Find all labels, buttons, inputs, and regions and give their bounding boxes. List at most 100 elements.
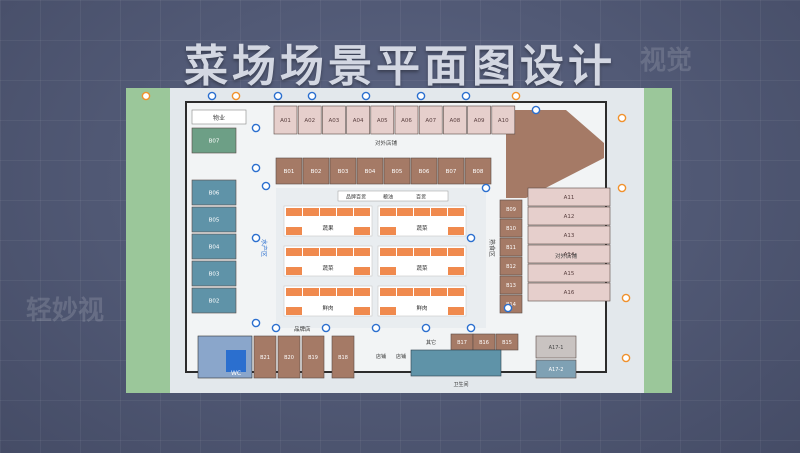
shop-left-b03-label: B03 xyxy=(209,272,220,278)
stall-cell xyxy=(354,288,370,296)
stall-cell xyxy=(354,267,370,275)
stall-cell xyxy=(448,227,464,235)
parking-a05-box xyxy=(370,105,395,135)
shop-bottom-b18: B18 xyxy=(331,335,355,379)
parking-a12-box xyxy=(527,206,611,226)
map-pin-icon xyxy=(307,91,317,101)
misc-label: 其它 xyxy=(426,339,436,346)
stall-cell xyxy=(337,208,353,216)
shop-a17-1-label: A17-1 xyxy=(549,345,564,351)
parking-a03-label: A03 xyxy=(329,118,340,124)
map-pin-icon xyxy=(617,183,627,193)
shop-bottom-b20: B20 xyxy=(277,335,301,379)
shop-top-b05-label: B05 xyxy=(392,169,403,175)
shop-left-b04-label: B04 xyxy=(209,245,220,251)
shop-right-b09-label: B09 xyxy=(506,207,516,213)
shop-top-b06-box xyxy=(410,157,438,185)
shop-right-b12-box xyxy=(499,256,523,276)
shop-bottom-b17-label: B17 xyxy=(457,340,467,346)
shop-right-b10-box xyxy=(499,218,523,238)
stall-cell xyxy=(431,248,447,256)
shop-bottom-b15-label: B15 xyxy=(502,340,512,346)
parking-a01-box xyxy=(273,105,298,135)
aquatic-hall-block xyxy=(410,349,502,377)
shop-left-b05-box xyxy=(191,206,237,233)
shop1-label: 店铺 xyxy=(376,353,386,360)
shop-right-b13-label: B13 xyxy=(506,283,516,289)
map-pin-icon xyxy=(621,293,631,303)
stall-block-label: 鲜肉 xyxy=(322,304,333,312)
wc-label: WC xyxy=(231,370,241,377)
map-pin-icon xyxy=(617,113,627,123)
stall-cell xyxy=(320,248,336,256)
stall-block-label: 蔬菜 xyxy=(322,264,334,272)
shop-right-b10-label: B10 xyxy=(506,226,516,232)
cooked-zone-label: 熟食区 xyxy=(488,239,496,257)
aquatic-zone-label: 水产区 xyxy=(260,239,268,257)
stall-cell xyxy=(414,208,430,216)
stall-block-2: 蔬菜 xyxy=(377,205,467,237)
parking-a09-box xyxy=(467,105,491,135)
parking-a03-box xyxy=(322,105,346,135)
right-note: 对外店铺 xyxy=(555,252,578,260)
stall-cell xyxy=(448,267,464,275)
stall-cell xyxy=(414,288,430,296)
parking-a02: A02 xyxy=(297,105,322,135)
shop-left-b07: B07 xyxy=(191,127,237,154)
shop-bottom-b20-label: B20 xyxy=(284,355,294,361)
shop-left-b06-box xyxy=(191,179,237,206)
staircase-block xyxy=(506,110,604,198)
stall-cell xyxy=(303,248,319,256)
shop-top-b02-label: B02 xyxy=(311,169,322,175)
stall-cell xyxy=(320,208,336,216)
shop-bottom-b18-box xyxy=(331,335,355,379)
stall-cell xyxy=(397,248,413,256)
map-pin-icon xyxy=(251,233,261,243)
parking-a12-label: A12 xyxy=(564,214,575,220)
parking-a11-label: A11 xyxy=(564,195,575,201)
shop-left-b03-box xyxy=(191,260,237,287)
parking-a03: A03 xyxy=(322,105,346,135)
stall-cell xyxy=(380,208,396,216)
stall-cell xyxy=(337,288,353,296)
stall-cell xyxy=(354,307,370,315)
map-pin-icon xyxy=(261,181,271,191)
shop-right-b09-box xyxy=(499,199,523,219)
shop-left-b04: B04 xyxy=(191,233,237,260)
map-pin-icon xyxy=(271,323,281,333)
stall-block-6: 鲜肉 xyxy=(377,285,467,317)
parking-a06-box xyxy=(394,105,419,135)
parking-a04-box xyxy=(346,105,370,135)
parking-a13-box xyxy=(527,225,611,245)
shop-bottom-b21-label: B21 xyxy=(260,355,270,361)
top-note: 对外店铺 xyxy=(375,139,398,147)
parking-a13-label: A13 xyxy=(564,233,575,239)
shop-right-b13: B13 xyxy=(499,275,523,295)
stall-cell xyxy=(354,208,370,216)
stall-block-3: 蔬菜 xyxy=(283,245,373,277)
shop-bottom-b19-box xyxy=(301,335,325,379)
shop-a17-2a-box xyxy=(535,359,577,379)
shop-top-b06: B06 xyxy=(410,157,438,185)
stall-cell xyxy=(320,288,336,296)
stall-cell xyxy=(431,208,447,216)
parking-a04: A04 xyxy=(346,105,370,135)
shop-a17-2a: A17-2 xyxy=(535,359,577,379)
stall-cell xyxy=(286,307,302,315)
shop-a17-1-box xyxy=(535,335,577,359)
shop-left-b06: B06 xyxy=(191,179,237,206)
parking-a07-box xyxy=(418,105,443,135)
parking-a15: A15 xyxy=(527,263,611,283)
stall-block-5: 鲜肉 xyxy=(283,285,373,317)
shop-top-b04-label: B04 xyxy=(365,169,376,175)
map-pin-icon xyxy=(231,91,241,101)
map-pin-icon xyxy=(503,303,513,313)
shop-top-b02-box xyxy=(302,157,330,185)
shop-top-b05: B05 xyxy=(383,157,411,185)
shop-bottom-b21: B21 xyxy=(253,335,277,379)
map-pin-icon xyxy=(141,91,151,101)
parking-a04-label: A04 xyxy=(353,118,364,124)
center-bar-3: 百货 xyxy=(416,194,426,201)
parking-a10-box xyxy=(491,105,516,135)
